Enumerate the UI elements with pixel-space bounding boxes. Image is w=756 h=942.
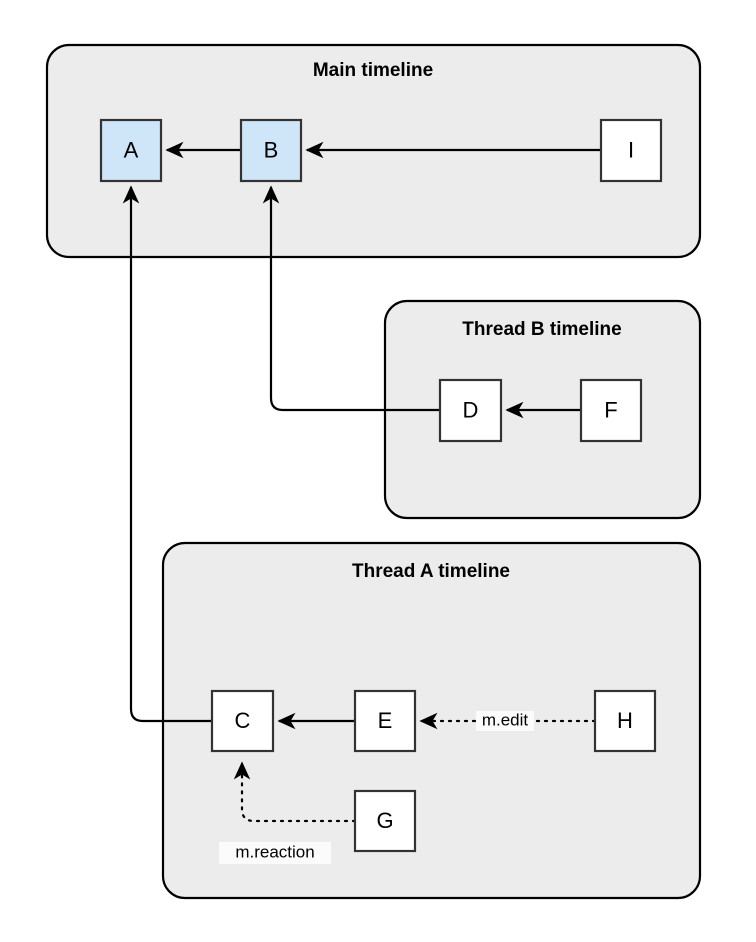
- group-title-main: Main timeline: [313, 60, 433, 81]
- edge-d-to-b: [262, 185, 440, 412]
- edge-label-h-to-e: m.edit: [482, 710, 529, 729]
- event-node-box-C[interactable]: [210, 689, 275, 753]
- event-node-label-A: A: [124, 137, 139, 162]
- event-node-label-B: B: [264, 137, 279, 162]
- event-node-label-G: G: [376, 808, 393, 833]
- event-node-box-D[interactable]: [438, 378, 503, 443]
- group-title-threadb: Thread B timeline: [462, 319, 621, 340]
- event-node-label-E: E: [378, 708, 393, 733]
- event-node-box-G[interactable]: [353, 789, 417, 853]
- event-node-H[interactable]: H: [593, 689, 657, 753]
- event-node-F[interactable]: F: [579, 378, 643, 443]
- event-node-C[interactable]: C: [210, 689, 275, 753]
- edge-c-to-a: [122, 185, 212, 723]
- event-node-E[interactable]: E: [353, 689, 417, 753]
- edge-g-to-c: [233, 761, 357, 823]
- edge-label-backdrop-h-to-e: [476, 711, 534, 731]
- group-title-threada: Thread A timeline: [352, 561, 510, 582]
- edge-labels-layer: m.edit m.reaction: [219, 710, 534, 864]
- event-node-A[interactable]: A: [99, 118, 163, 183]
- event-node-G[interactable]: G: [353, 789, 417, 853]
- event-node-label-H: H: [617, 708, 633, 733]
- event-node-label-F: F: [604, 397, 617, 422]
- event-node-D[interactable]: D: [438, 378, 503, 443]
- event-node-box-E[interactable]: [353, 689, 417, 753]
- event-node-box-A[interactable]: [99, 118, 163, 183]
- event-node-label-D: D: [463, 397, 479, 422]
- event-node-B[interactable]: B: [239, 118, 303, 183]
- event-node-box-H[interactable]: [593, 689, 657, 753]
- event-node-label-I: I: [628, 137, 634, 162]
- event-node-I[interactable]: I: [599, 118, 663, 183]
- event-node-box-F[interactable]: [579, 378, 643, 443]
- nodes-layer: A B I D F C E H G: [99, 118, 663, 853]
- event-node-box-B[interactable]: [239, 118, 303, 183]
- edge-label-backdrop-g-to-c: [219, 842, 331, 864]
- edge-label-g-to-c: m.reaction: [235, 842, 314, 861]
- event-node-label-C: C: [235, 708, 251, 733]
- event-node-box-I[interactable]: [599, 118, 663, 183]
